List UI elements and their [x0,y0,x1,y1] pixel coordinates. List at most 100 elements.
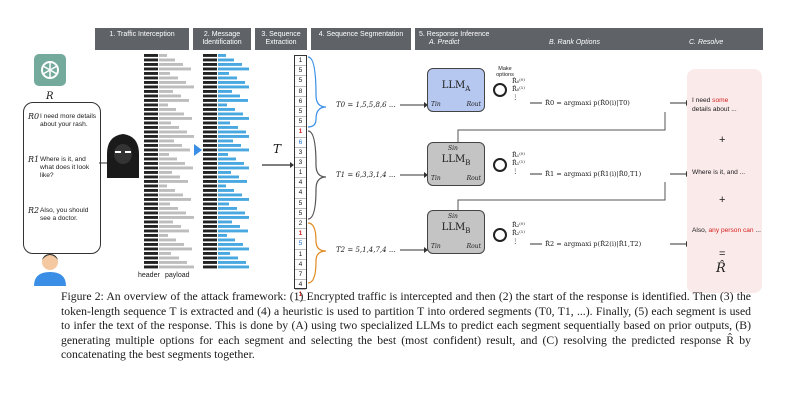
packet-payload [159,193,183,197]
segment-brackets [307,56,327,284]
packet-payload [218,184,226,188]
stage-header-sequence-segmentation: 4. Sequence Segmentation [311,28,411,50]
llm-a-name: LLM [441,80,466,91]
packet-header [144,112,158,116]
packet-payload [218,202,229,206]
packet-header [144,184,158,188]
packet-header [203,211,217,215]
packet-payload [159,189,175,192]
packet-header [203,144,217,147]
sequence-token: 5 [295,239,306,250]
packet-payload [218,207,237,210]
packet-header [203,99,217,102]
packet-header [144,198,158,201]
packet-header [203,189,217,192]
packet-payload [159,157,177,161]
sequence-token: 7 [295,270,306,281]
packet-header [144,81,158,84]
packet-header [144,54,158,57]
packet-payload [159,261,187,264]
llm-b2-input: Tin [431,243,441,250]
packet-payload [159,63,183,66]
llm-b2-output: Rout [466,243,481,250]
packet-header [203,67,217,71]
sequence-token: 5 [295,117,306,128]
llm-b1-output: Rout [466,175,481,182]
packet-payload [159,234,168,237]
options-list-0: R̂₀⁽⁰⁾R̂₀⁽¹⁾⋮ [512,78,525,101]
packet-payload [218,162,244,165]
packet-payload [159,256,179,260]
packet-payload [218,166,249,170]
predict-label: A. Predict [429,39,460,46]
packet-header [144,67,158,71]
sequence-token: 2 [295,219,306,230]
sequence-token: 5 [295,209,306,219]
packet-header [203,58,217,62]
packet-payload [218,85,249,89]
packet-header [203,117,217,120]
packet-payload [159,144,182,147]
stage-arrows [194,144,202,156]
make-options-label: Make options [496,66,514,78]
packet-header [144,117,158,120]
packet-payload [218,220,232,224]
segment-to-llm-arrows [400,102,428,253]
packet-payload [159,58,175,62]
sequence-token: 1 [295,229,306,240]
packet-header [203,171,217,174]
chatgpt-logo [34,54,66,86]
packet-header [144,157,158,161]
sequence-token: 1 [295,290,306,301]
response-inference-title: 5. Response Inference [419,31,490,38]
rank-formula-2: R̂2 = argmaxi p(R̂2(i)|R̂1,T2) [545,240,642,248]
packet-payload [159,94,181,98]
segment-label-t0: T0 = 1,5,5,8,6 ... [336,101,396,109]
packet-header [144,76,158,80]
packet-header [203,121,217,125]
cycle-icons [493,83,507,242]
packet-stack [144,54,194,269]
packet-payload [159,229,189,233]
packet-header [144,126,158,129]
hacker-icon [107,134,139,178]
feedback-arrows [457,112,666,210]
packet-header [203,184,217,188]
packet-header [144,193,158,197]
sequence-arrow [262,162,294,168]
packet-payload [218,252,230,255]
llm-b1-name: LLM [441,154,466,165]
packet-header [203,108,217,111]
sequence-token: 4 [295,280,306,291]
packet-payload [159,252,171,255]
packet-payload [218,63,242,66]
resolved-segment-2: Also, any person can ... [692,227,761,234]
packet-header [203,175,217,179]
packet-header [144,171,158,174]
packet-header [203,256,217,260]
packet-header [203,112,217,116]
packet-header [203,103,217,107]
packet-payload [218,135,249,138]
sequence-token: 3 [295,148,306,158]
packet-header [203,126,217,129]
packet-header [144,148,158,152]
packet-payload [218,211,245,215]
resolved-segment-1: Where is it, and ... [692,169,746,176]
sequence-token: 1 [295,56,306,67]
sequence-token: 4 [295,178,306,189]
packet-header [203,261,217,264]
packet-payload [159,175,180,179]
packet-header [203,198,217,201]
packet-header [203,72,217,75]
llm-b2-sub: B [465,227,471,235]
packet-header [144,103,158,107]
packet-header [203,247,217,251]
packet-header [203,139,217,143]
packet-payload [159,81,186,84]
packet-header [144,225,158,228]
packet-header [144,189,158,192]
packet-header [144,243,158,246]
packet-payload [159,171,172,174]
sequence-token: 4 [295,260,306,270]
